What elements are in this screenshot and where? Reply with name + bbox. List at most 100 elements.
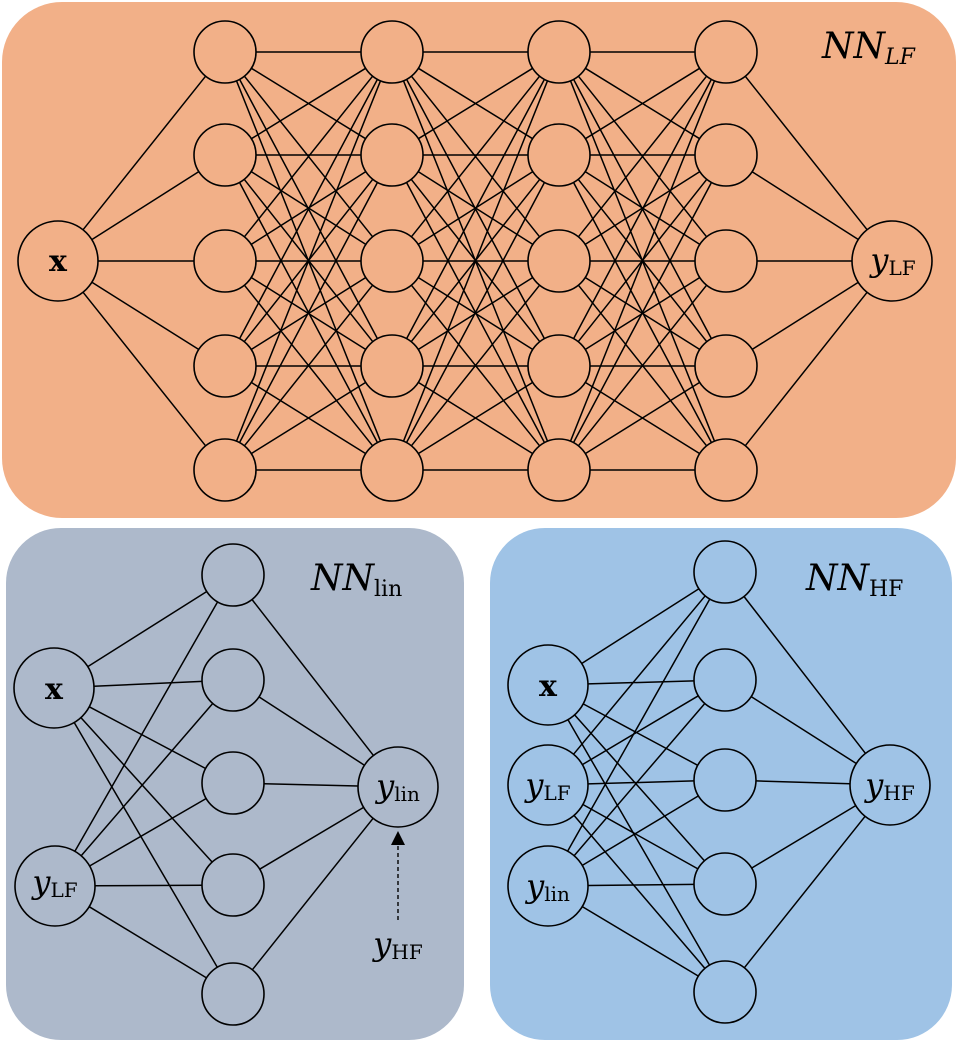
hf-edge — [750, 695, 857, 765]
lin-edge — [80, 703, 214, 857]
hf-input-node-ylin — [507, 845, 589, 927]
hf-edge — [582, 695, 699, 766]
lf-edge — [751, 281, 859, 351]
lin-input-node-x — [13, 647, 95, 729]
lin-edge — [73, 722, 218, 968]
hf-edge — [581, 905, 699, 977]
lf-hidden-node-layer-3 — [527, 229, 591, 293]
hf-hidden-node — [693, 648, 757, 712]
lf-hidden-node-layer-1 — [193, 438, 257, 502]
lf-output-node-ylf — [851, 220, 933, 302]
nn-hf-title: NNHF — [805, 558, 903, 602]
lin-input-ylf-label: yLF — [30, 863, 77, 902]
lf-edge — [238, 182, 379, 443]
lf-edge — [251, 67, 366, 140]
lf-hidden-node-layer-3 — [527, 20, 591, 84]
lin-edge — [259, 806, 364, 870]
lf-hidden-node-layer-2 — [360, 438, 424, 502]
node-layer — [13, 20, 933, 1026]
lin-output-node-ylin — [357, 746, 439, 828]
lf-edge — [250, 381, 367, 455]
hf-hidden-node — [693, 540, 757, 604]
lin-hidden-node — [201, 751, 265, 815]
lin-edge — [89, 797, 207, 867]
lf-hidden-node-layer-2 — [360, 123, 424, 187]
hf-edge — [573, 814, 706, 969]
lin-edge — [88, 906, 207, 979]
lin-edge — [74, 601, 219, 852]
lf-edge — [751, 171, 859, 241]
hf-edge — [573, 595, 706, 755]
lf-edge — [577, 284, 708, 447]
lf-hidden-node-layer-2 — [360, 20, 424, 84]
lin-target-yhf-label: yHF — [371, 925, 423, 964]
hf-edge — [582, 803, 699, 870]
hf-edge — [573, 703, 706, 857]
lf-hidden-node-layer-1 — [193, 229, 257, 293]
lin-edge — [258, 696, 365, 766]
lf-edge — [91, 281, 200, 351]
hf-hidden-node — [693, 852, 757, 916]
lin-hidden-node — [201, 648, 265, 712]
lf-edge — [572, 79, 713, 339]
lf-edge — [243, 75, 374, 238]
lf-hidden-node-layer-4 — [694, 438, 758, 502]
hf-input-ylf-label: yLF — [523, 766, 570, 805]
lf-hidden-node-layer-1 — [193, 123, 257, 187]
edge-layer — [73, 51, 868, 979]
lf-edge — [238, 79, 379, 339]
lf-hidden-node-layer-3 — [527, 334, 591, 398]
hf-input-x-label: x — [539, 669, 558, 704]
lin-edge — [251, 599, 374, 756]
hf-edge — [574, 714, 705, 862]
lf-edge — [405, 79, 546, 339]
hf-edge — [566, 598, 711, 852]
lf-edge — [235, 80, 382, 442]
lf-hidden-node-layer-1 — [193, 334, 257, 398]
nn-hf-panel — [490, 528, 952, 1040]
hf-input-node-x — [507, 644, 589, 726]
hf-output-node-yhf — [849, 744, 931, 826]
hf-input-node-ylf — [507, 744, 589, 826]
lf-edge — [577, 75, 708, 238]
lf-edge — [91, 170, 200, 241]
lf-input-node-x — [17, 220, 99, 302]
hf-edge — [582, 703, 699, 766]
lf-edge — [402, 80, 549, 442]
lf-edge — [569, 80, 716, 442]
hf-output-yhf-label: yHF — [863, 766, 915, 805]
lf-hidden-node-layer-2 — [360, 229, 424, 293]
lf-edge — [418, 67, 533, 140]
lin-edge — [87, 590, 208, 668]
lf-edge — [410, 75, 541, 238]
hf-edge — [581, 795, 699, 867]
lf-edge — [243, 284, 374, 447]
hf-edge — [755, 780, 851, 785]
lf-hidden-node-layer-4 — [694, 20, 758, 84]
lf-edge — [410, 284, 541, 447]
lin-input-node-ylf — [14, 845, 96, 927]
lf-hidden-node-layer-3 — [527, 438, 591, 502]
lf-edge — [82, 75, 207, 231]
lf-hidden-node-layer-4 — [694, 334, 758, 398]
lf-edge — [82, 291, 207, 447]
lin-edge — [263, 783, 359, 787]
hf-input-ylin-label: ylin — [524, 867, 570, 906]
lin-hidden-node — [201, 543, 265, 607]
lin-edge — [93, 680, 203, 687]
lf-edge — [405, 182, 546, 443]
nn-lf-title: NNLF — [821, 26, 916, 70]
hf-edge — [587, 883, 695, 887]
nn-lin-title: NNlin — [310, 558, 402, 602]
hf-edge — [751, 804, 857, 869]
lin-edge — [94, 884, 203, 887]
lf-edge — [744, 291, 868, 447]
lf-input-x-label: x — [49, 244, 68, 279]
lin-edge — [88, 706, 206, 770]
lin-hidden-node — [201, 962, 265, 1026]
lf-hidden-node-layer-1 — [193, 20, 257, 84]
lf-hidden-node-layer-4 — [694, 229, 758, 293]
hf-hidden-node — [693, 748, 757, 812]
hf-edge — [581, 588, 700, 665]
